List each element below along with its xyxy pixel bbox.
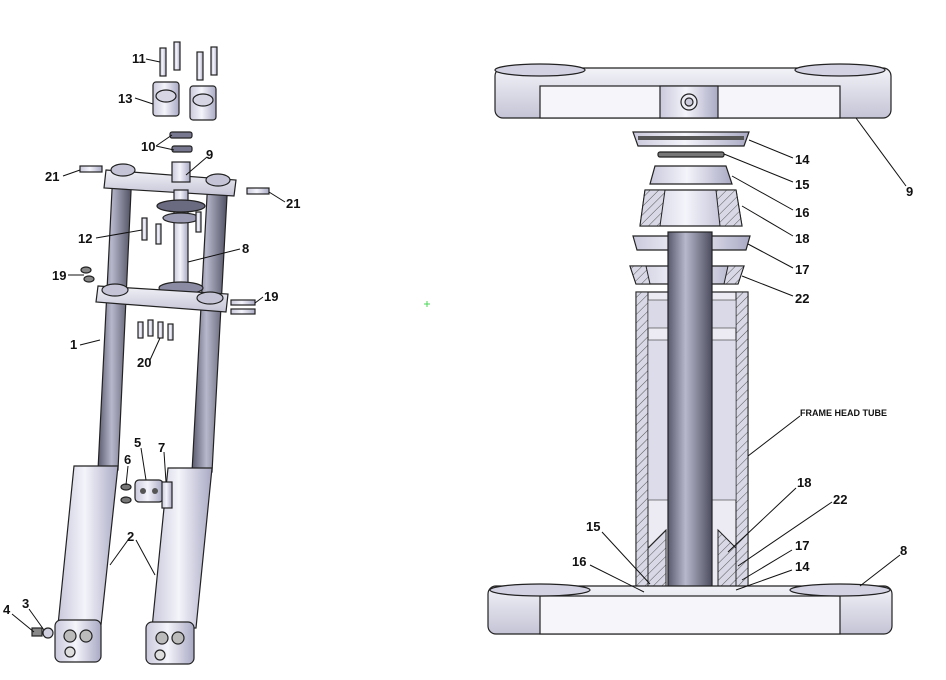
- upper-clamp-section: [494, 63, 892, 119]
- callout-11: 11: [132, 51, 146, 66]
- part-18-bearing-top: [639, 189, 743, 227]
- callout-21-left: 21: [45, 169, 59, 184]
- part-16-cone-top: [649, 165, 733, 185]
- callout-9: 9: [206, 147, 213, 162]
- riser-bolts: [159, 41, 218, 81]
- steering-stem-shaft: [667, 231, 713, 595]
- callout-2: 2: [127, 529, 134, 544]
- part-14-seal-top: [632, 131, 750, 147]
- callout-12: 12: [78, 231, 92, 246]
- callout-8: 8: [242, 241, 249, 256]
- right-section-view: 14 15 16 18 17 22 9 18 22 17 14 15 16 8 …: [487, 63, 913, 635]
- callout-15-bottom: 15: [586, 519, 600, 534]
- callout-9-right: 9: [906, 184, 913, 199]
- callout-6: 6: [124, 452, 131, 467]
- axle-bolt-washer: [31, 627, 54, 639]
- green-crosshair-marker: [424, 301, 430, 307]
- lower-clamp-section: [487, 583, 893, 635]
- left-leader-lines: [11, 58, 286, 633]
- callout-4: 4: [3, 602, 11, 617]
- riser-bushings: [169, 131, 193, 153]
- left-exploded-view: 11 13 10 9 21 21 12 8 19 19 1 20 5 7 6 2…: [3, 41, 300, 665]
- callout-10: 10: [141, 139, 155, 154]
- part-15-ring-top: [657, 151, 725, 158]
- right-callouts: 14 15 16 18 17 22 9 18 22 17 14 15 16 8 …: [572, 152, 913, 574]
- callout-5: 5: [134, 435, 141, 450]
- callout-22-bottom: 22: [833, 492, 847, 507]
- clamp-bolts-19: [80, 266, 256, 315]
- callout-16-bottom: 16: [572, 554, 586, 569]
- callout-14-top: 14: [795, 152, 810, 167]
- callout-19-left: 19: [52, 268, 66, 283]
- left-callouts: 11 13 10 9 21 21 12 8 19 19 1 20 5 7 6 2…: [3, 51, 300, 617]
- callout-14-bottom: 14: [795, 559, 810, 574]
- callout-22-top: 22: [795, 291, 809, 306]
- callout-7: 7: [158, 440, 165, 455]
- pinch-bolts: [141, 211, 202, 245]
- callout-21-right: 21: [286, 196, 300, 211]
- callout-8-right: 8: [900, 543, 907, 558]
- callout-20: 20: [137, 355, 151, 370]
- callout-17-top: 17: [795, 262, 809, 277]
- callout-18-top: 18: [795, 231, 809, 246]
- callout-1: 1: [70, 337, 77, 352]
- handlebar-risers: [152, 81, 217, 121]
- steering-stem: [156, 189, 206, 295]
- clamp-bolts-21: [79, 165, 270, 195]
- callout-13: 13: [118, 91, 132, 106]
- bolts-20: [137, 319, 174, 341]
- fork-tube-left: [54, 169, 133, 663]
- callout-16-top: 16: [795, 205, 809, 220]
- callout-18-bottom: 18: [797, 475, 811, 490]
- upper-triple-clamp: [103, 161, 237, 197]
- lower-triple-clamp: [95, 283, 229, 313]
- callout-17-bottom: 17: [795, 538, 809, 553]
- part-22-cup-top: [629, 265, 745, 285]
- frame-head-tube-label: FRAME HEAD TUBE: [800, 408, 887, 418]
- callout-19-right: 19: [264, 289, 278, 304]
- right-leader-lines: [589, 117, 907, 593]
- callout-15-top: 15: [795, 177, 809, 192]
- callout-3: 3: [22, 596, 29, 611]
- brake-line-clamp: [120, 479, 173, 509]
